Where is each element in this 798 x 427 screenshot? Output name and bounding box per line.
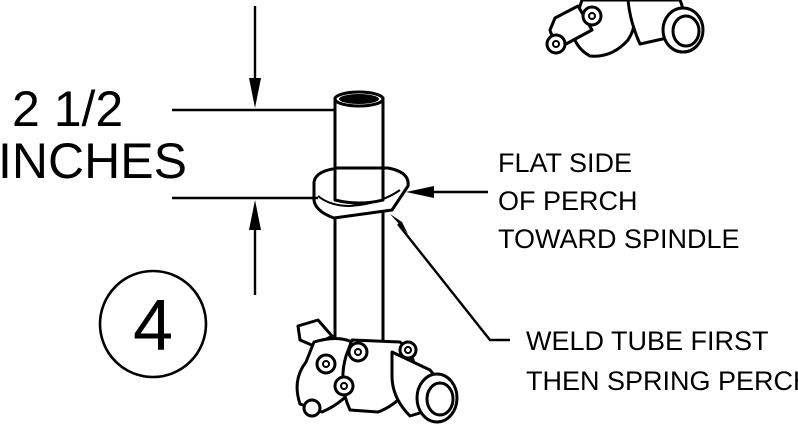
weld-leader (390, 214, 510, 342)
step-number: 4 (133, 286, 173, 366)
spindle-assembly (295, 318, 459, 424)
step-badge: 4 (98, 269, 208, 379)
spring-perch (312, 166, 410, 220)
perch-note-line-2: OF PERCH (498, 186, 638, 216)
weld-note-line-2: THEN SPRING PERCH (526, 366, 798, 396)
weld-note-line-1: WELD TUBE FIRST (526, 326, 769, 356)
dimension-markers (172, 6, 335, 295)
perch-leader (406, 186, 488, 198)
dimension-unit: INCHES (0, 133, 187, 189)
tube (333, 90, 385, 350)
perch-note-line-3: TOWARD SPINDLE (498, 224, 740, 254)
dimension-value: 2 1/2 (12, 81, 123, 137)
spindle-top-fragment (545, 0, 705, 58)
perch-note-line-1: FLAT SIDE (498, 148, 632, 178)
